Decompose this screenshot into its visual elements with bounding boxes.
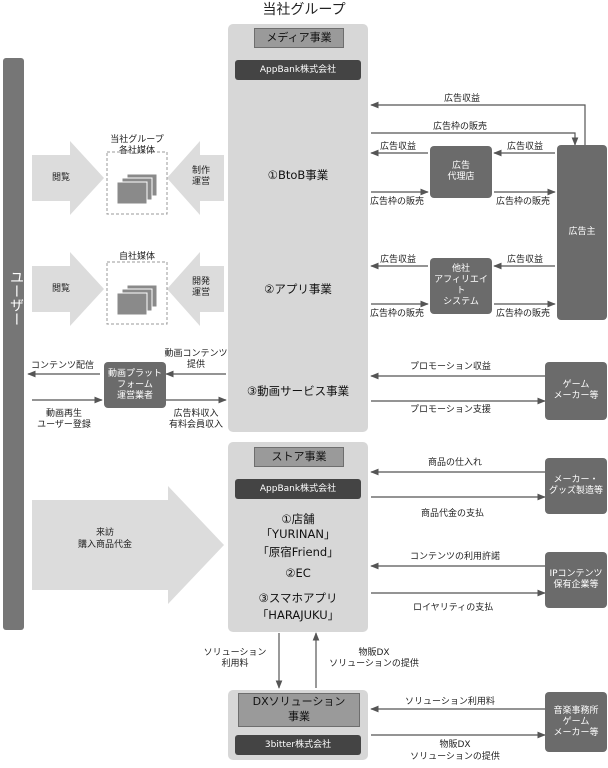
store-shop: ①店舗 <box>281 512 315 526</box>
ad-agency-label-1: 広告 <box>451 161 470 171</box>
ip-holder-label-2: 保有企業等 <box>553 580 599 590</box>
group-media-label-2: 各社媒体 <box>118 146 155 156</box>
agency-ad-sales-right: 広告枠の販売 <box>496 197 551 207</box>
visit-label-2: 購入商品代金 <box>77 540 132 550</box>
dx-provide-bottom-label-2: ソリューションの提供 <box>329 659 419 669</box>
group-media-box <box>106 151 168 215</box>
game-maker-label-1: ゲーム <box>562 380 590 390</box>
visit-label-1: 来訪 <box>95 528 114 538</box>
agency-ad-revenue-right: 広告収益 <box>507 142 544 152</box>
maker-label-2: グッズ製造等 <box>548 486 603 496</box>
affiliate-ad-revenue-right: 広告収益 <box>507 255 544 265</box>
ip-holder-label-1: IPコンテンツ <box>549 569 603 579</box>
affiliate-ad-sales-right: 広告枠の販売 <box>496 309 551 319</box>
own-media-box <box>106 261 168 325</box>
store-company: AppBank株式会社 <box>235 479 361 499</box>
store-smartphone-app: ③スマホアプリ <box>258 591 338 605</box>
store-header: ストア事業 <box>254 447 344 467</box>
store-harajuku-friend: 「原宿Friend」 <box>257 545 339 559</box>
solution-fee-right-label: ソリューション利用料 <box>405 697 495 707</box>
develop-arrow-2 <box>167 252 224 326</box>
video-platform-label-2: 運営業者 <box>116 390 153 401</box>
media-stack-icon-2 <box>116 284 158 316</box>
purchase-label: 商品の仕入れ <box>428 458 483 468</box>
video-platform-box: 動画プラットフォーム 運営業者 <box>104 362 166 408</box>
music-office-box: 音楽事務所 ゲーム メーカー等 <box>545 692 607 752</box>
royalty-label: ロイヤリティの支払 <box>413 603 494 613</box>
agency-ad-revenue-left: 広告収益 <box>380 142 417 152</box>
ad-agency-box: 広告 代理店 <box>430 146 492 198</box>
affiliate-label-3: システム <box>443 297 479 307</box>
dx-provide-right-label-2: ソリューションの提供 <box>410 752 500 762</box>
solution-fee-bottom-label-2: 利用料 <box>221 659 249 669</box>
game-maker-label-2: メーカー等 <box>553 391 599 401</box>
music-office-label-3: メーカー等 <box>553 727 599 738</box>
promo-revenue-label: プロモーション収益 <box>410 362 491 372</box>
affiliate-ad-revenue-left: 広告収益 <box>380 255 417 265</box>
maker-label-1: メーカー・ <box>553 475 599 485</box>
solution-fee-bottom-label-1: ソリューション <box>203 648 267 658</box>
ad-fee-label-1: 広告料収入 <box>173 409 219 419</box>
affiliate-ad-sales-left: 広告枠の販売 <box>370 309 425 319</box>
advertiser-box: 広告主 <box>557 145 607 320</box>
dx-header-line-2: 事業 <box>288 710 310 723</box>
browse-arrow-2 <box>32 252 104 326</box>
app-business: ②アプリ事業 <box>264 282 332 296</box>
develop-label-2: 運営 <box>191 288 210 298</box>
browse-label-2: 閲覧 <box>52 284 71 294</box>
group-title: 当社グループ <box>262 2 346 18</box>
dx-provide-bottom-label-1: 物販DX <box>358 648 390 658</box>
content-delivery-label: コンテンツ配信 <box>31 361 95 371</box>
video-content-label-2: 提供 <box>186 360 205 370</box>
ad-fee-label-2: 有料会員収入 <box>168 420 223 430</box>
ad-agency-label-2: 代理店 <box>447 172 475 182</box>
ad-sales-direct-label: 広告枠の販売 <box>433 122 488 132</box>
advertiser-label: 広告主 <box>568 227 596 237</box>
affiliate-label-1: 他社 <box>451 264 470 274</box>
media-header: メディア事業 <box>254 28 344 48</box>
game-maker-box: ゲーム メーカー等 <box>545 362 607 420</box>
dx-header-line-1: DXソリューション <box>252 695 346 708</box>
dx-company: 3bitter株式会社 <box>235 735 361 755</box>
produce-arrow-1 <box>167 141 224 215</box>
affiliate-box: 他社 アフィリエイト システム <box>430 258 492 314</box>
store-ec: ②EC <box>285 566 311 580</box>
playback-label-1: 動画再生 <box>45 409 82 419</box>
license-label: コンテンツの利用許諾 <box>410 552 501 562</box>
produce-label-2: 運営 <box>191 177 210 187</box>
video-business: ③動画サービス事業 <box>246 384 350 398</box>
media-panel <box>228 24 368 432</box>
agency-ad-sales-left: 広告枠の販売 <box>370 197 425 207</box>
develop-label-1: 開発 <box>191 277 210 287</box>
store-harajuku-app: 「HARAJUKU」 <box>256 608 340 622</box>
btob-business: ①BtoB事業 <box>267 168 329 182</box>
promo-support-label: プロモーション支援 <box>410 405 491 415</box>
store-yurinan: 「YURINAN」 <box>260 527 336 541</box>
dx-provide-right-label-1: 物販DX <box>439 740 471 750</box>
payment-label: 商品代金の支払 <box>421 509 485 519</box>
video-platform-label-1: 動画プラットフォーム <box>107 368 162 390</box>
music-office-label-2: ゲーム <box>562 716 590 727</box>
dx-header: DXソリューション 事業 <box>238 693 360 727</box>
ip-holder-box: IPコンテンツ 保有企業等 <box>545 552 607 608</box>
own-media-label: 自社媒体 <box>118 252 155 262</box>
visit-arrow <box>32 486 224 604</box>
media-company: AppBank株式会社 <box>235 60 361 80</box>
ad-revenue-direct-label: 広告収益 <box>444 94 481 104</box>
group-media-label-1: 当社グループ <box>110 135 164 145</box>
video-content-label-1: 動画コンテンツ <box>164 349 228 359</box>
affiliate-label-2: アフィリエイト <box>434 275 488 296</box>
produce-label-1: 制作 <box>191 166 210 176</box>
browse-arrow-1 <box>32 141 104 215</box>
user-label: ユーザー <box>8 270 24 326</box>
store-panel <box>228 442 368 632</box>
playback-label-2: ユーザー登録 <box>37 420 91 430</box>
maker-box: メーカー・ グッズ製造等 <box>545 458 607 514</box>
browse-label-1: 閲覧 <box>52 173 71 183</box>
user-bar <box>3 58 24 630</box>
music-office-label-1: 音楽事務所 <box>553 705 599 716</box>
media-stack-icon-1 <box>116 173 158 205</box>
